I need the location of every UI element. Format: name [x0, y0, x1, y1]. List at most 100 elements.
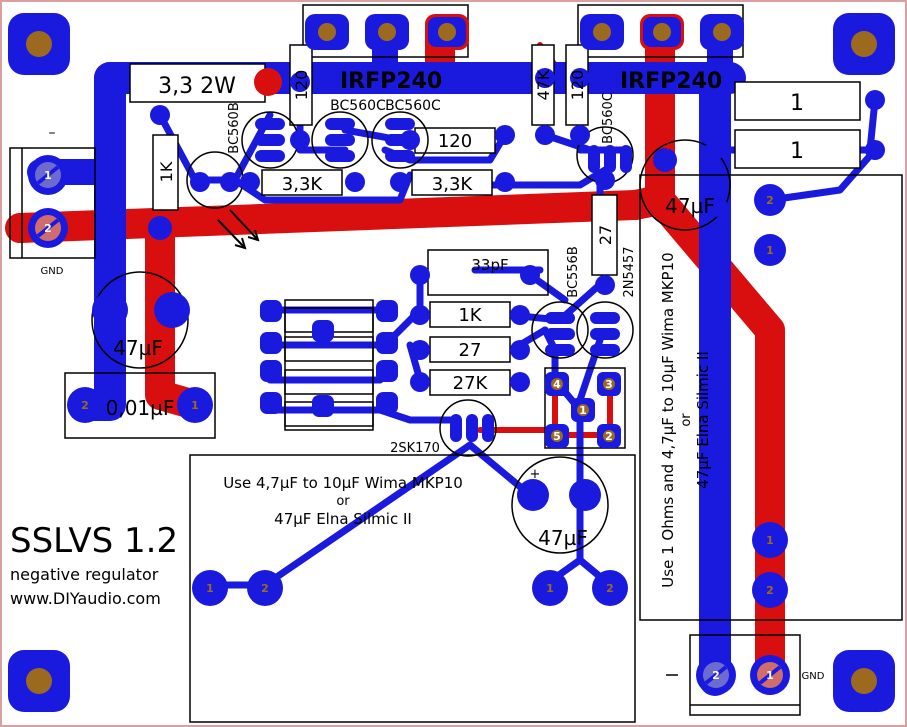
pin-tr-2: 2 [712, 669, 720, 682]
silk-text: IRFP240 IRFP240 3,3 2W 120 47K 120 1K 12… [10, 69, 825, 683]
note-cap-line1: Use 4,7µF to 10µF Wima MKP10 [223, 474, 463, 492]
pin-numbers: 1 2 3 1 2 3 4 3 1 5 2 1 2 1 2 2 1 1 2 1 … [44, 26, 774, 682]
terminal-pads [28, 155, 790, 695]
led-arrow-2 [229, 209, 259, 241]
label-r-1-b: 1 [790, 139, 804, 164]
pin-q1-1: 1 [323, 26, 331, 39]
label-q-left: IRFP240 [340, 69, 442, 94]
term-right-body [689, 634, 801, 716]
res-1-a-body [734, 81, 861, 121]
pin-c47b-1: 1 [546, 582, 554, 595]
pin-q2-2: 2 [658, 26, 666, 39]
res-3k3-a-body [261, 169, 343, 196]
label-r-1-a: 1 [790, 91, 804, 116]
transistor-pads [255, 118, 632, 442]
label-plus-bottom: + [530, 467, 541, 482]
label-r-47k: 47K [534, 69, 553, 100]
res-power-body [129, 63, 266, 103]
label-bc560c-c: BC560C [601, 92, 616, 144]
label-gnd-left: GND [41, 266, 64, 277]
term-left-body [9, 147, 96, 259]
led-arrow-1 [217, 219, 246, 249]
label-minus-left: – [49, 125, 56, 141]
pin-cv-2: 2 [766, 584, 774, 597]
res-3k3-b-body [411, 169, 493, 196]
res-1k-h-body [429, 301, 511, 328]
pin-c001-2: 2 [81, 399, 89, 412]
pin-c001-1: 1 [191, 399, 199, 412]
label-r-120-h: 120 [438, 131, 472, 152]
label-c-33p: 33pF [471, 256, 508, 274]
res-27k-h-body [429, 369, 511, 396]
pin-jf-1: 1 [579, 404, 587, 417]
label-bc560c-b: BC560C [385, 98, 441, 114]
jfet-pads [545, 372, 621, 448]
res-1-b-body [734, 129, 861, 169]
note-vertical-line2: 47µF Elna Silmic II [694, 351, 712, 489]
pin-jf-3: 3 [605, 378, 613, 391]
label-c-001: 0,01µF [106, 396, 175, 420]
pin-q2-1: 1 [598, 26, 606, 39]
res-27-h-body [429, 336, 511, 363]
label-r-120-v1: 120 [292, 70, 311, 101]
pads-layer [8, 13, 895, 712]
label-r-120-v2: 120 [568, 70, 587, 101]
note-cap-or: or [336, 494, 350, 509]
cap-001-body [64, 372, 216, 439]
pin-tr-1: 1 [766, 669, 774, 682]
mount-hole-bl [8, 650, 70, 712]
pin-cbl-2: 2 [261, 582, 269, 595]
label-r-power: 3,3 2W [158, 74, 236, 99]
mount-hole-br [833, 650, 895, 712]
pin-cv-1: 1 [766, 534, 774, 547]
label-c47-right: 47µF [665, 194, 715, 218]
res-27-v-body [591, 194, 618, 276]
label-c47-bottom: 47µF [538, 526, 588, 550]
pin-jf-2: 2 [605, 430, 613, 443]
label-bc560b: BC560B [227, 102, 242, 154]
label-gnd-right: GND [802, 671, 825, 682]
label-c47-left: 47µF [113, 336, 163, 360]
bc556b-ring [531, 301, 589, 359]
board-title: SSLVS 1.2 [10, 521, 178, 561]
pin-cr-1: 1 [766, 244, 774, 257]
rel-block-outer [284, 299, 374, 431]
label-r-27-h: 27 [459, 340, 482, 361]
bc560c-c-ring [371, 111, 429, 169]
term-right-pad-2 [696, 655, 736, 695]
pin-cr-2: 2 [766, 194, 774, 207]
2n5457-ring [576, 301, 634, 359]
mount-hole-tl [8, 13, 70, 75]
pin-cbl-1: 1 [206, 582, 214, 595]
bottom-cap-area [189, 454, 636, 723]
led-arrow-head-2 [247, 229, 260, 242]
mounting-holes [8, 13, 895, 712]
label-r-27-v: 27 [596, 225, 615, 245]
trace-top-diag-right [645, 185, 785, 695]
pin-q1-2: 2 [383, 26, 391, 39]
pin-q2-3: 3 [718, 26, 726, 39]
label-r-27k-h: 27K [453, 373, 489, 394]
led-arrow-head-1 [234, 237, 247, 250]
pin-tl-2: 2 [44, 222, 52, 235]
label-2n5457: 2N5457 [622, 246, 637, 297]
c47-left-ring [91, 271, 189, 369]
label-q-right: IRFP240 [620, 69, 722, 94]
label-r-33k-a: 3,3K [282, 174, 324, 195]
label-2sk170: 2SK170 [390, 441, 440, 456]
note-vertical-or: or [679, 413, 694, 427]
label-plus-left: + [155, 277, 166, 292]
term-left-pad-2 [28, 208, 68, 248]
label-r-33k-b: 3,3K [432, 174, 474, 195]
pin-tl-1: 1 [44, 169, 52, 182]
pin-jf-5: 5 [553, 430, 561, 443]
label-r-1k-v: 1K [157, 161, 176, 182]
label-bc560c-a: BC560C [330, 98, 386, 114]
board-website: www.DIYaudio.com [10, 589, 161, 608]
c47-bottom-ring [511, 456, 609, 554]
label-plus-right: + [663, 139, 674, 154]
note-cap-line2: 47µF Elna Silmic II [274, 510, 412, 528]
label-bc556b: BC556B [566, 246, 581, 298]
c47-right-ring [639, 139, 731, 231]
